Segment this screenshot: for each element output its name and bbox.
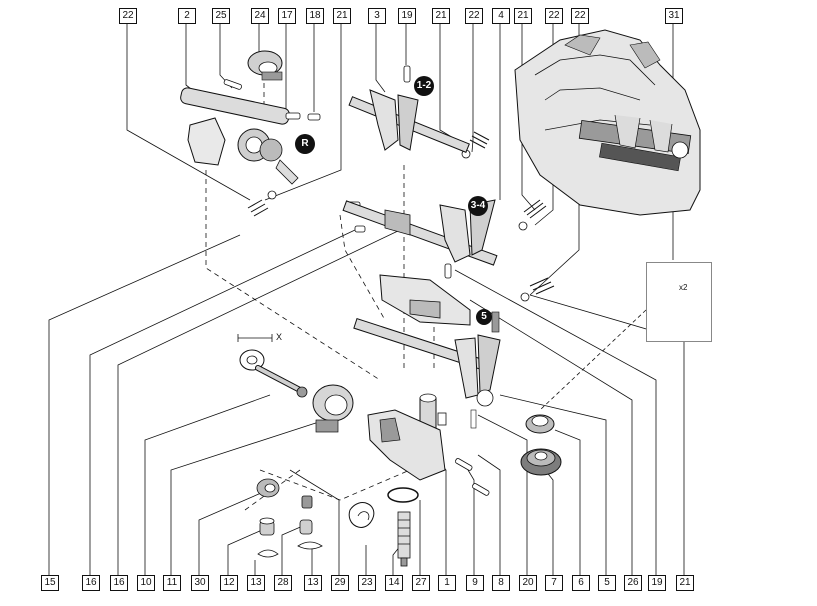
- interlock-plate: [379, 274, 471, 326]
- dimension-label: X: [276, 332, 283, 342]
- callout-bottom: 9: [466, 575, 484, 591]
- callout-top: 22: [465, 8, 483, 24]
- leader-line: [289, 469, 340, 575]
- leader-line: [198, 489, 269, 575]
- bearing-housing: [312, 384, 354, 433]
- leader-line: [469, 299, 633, 575]
- callout-top: 2: [178, 8, 196, 24]
- leader-line: [375, 22, 386, 93]
- assembly-axis: [244, 469, 301, 511]
- leader-line: [439, 22, 466, 146]
- leader-line: [454, 269, 657, 575]
- leader-line: [117, 229, 401, 575]
- leader-line: [471, 22, 474, 153]
- gearbox-housing: [514, 29, 701, 216]
- callout-top: 21: [333, 8, 351, 24]
- leader-line: [477, 454, 501, 575]
- callout-bottom: 13: [247, 575, 265, 591]
- callout-top: 3: [368, 8, 386, 24]
- callout-top: 24: [251, 8, 269, 24]
- spacer-part: [247, 50, 283, 81]
- linkage-rod: [237, 334, 308, 398]
- leader-line: [544, 469, 554, 575]
- small-parts: [256, 412, 490, 567]
- leader-line: [477, 414, 528, 575]
- quantity-label: x2: [679, 283, 688, 292]
- leader-line: [170, 419, 326, 575]
- fork-5: [353, 311, 501, 429]
- callout-bottom: 21: [676, 575, 694, 591]
- leader-line: [89, 229, 356, 575]
- reverse-shaft-assembly: [180, 87, 299, 185]
- callout-top: 31: [665, 8, 683, 24]
- callout-bottom: 12: [220, 575, 238, 591]
- leader-line: [126, 22, 251, 201]
- leader-line: [227, 529, 263, 575]
- callout-top: 18: [306, 8, 324, 24]
- callout-bottom: 8: [492, 575, 510, 591]
- callout-bottom: 29: [331, 575, 349, 591]
- callout-bottom: 26: [624, 575, 642, 591]
- leader-line: [467, 469, 475, 575]
- callout-bottom: 15: [41, 575, 59, 591]
- callout-top: 21: [514, 8, 532, 24]
- callout-bottom: 14: [385, 575, 403, 591]
- callout-bottom: 6: [572, 575, 590, 591]
- leader-line: [48, 234, 241, 575]
- callout-bottom: 30: [191, 575, 209, 591]
- callout-bottom: 27: [412, 575, 430, 591]
- callout-top: 17: [278, 8, 296, 24]
- assembly-axis: [339, 214, 386, 321]
- gear-badge-5: 5: [476, 309, 492, 325]
- gear-badge-3-4: 3-4: [468, 196, 488, 216]
- inset-spare-parts: x2: [646, 262, 712, 342]
- callout-bottom: 11: [163, 575, 181, 591]
- callout-bottom: 16: [82, 575, 100, 591]
- pins-and-springs: [223, 65, 555, 302]
- callout-bottom: 10: [137, 575, 155, 591]
- callout-bottom: 23: [358, 575, 376, 591]
- callout-top: 22: [571, 8, 589, 24]
- callout-bottom: 16: [110, 575, 128, 591]
- callout-bottom: 20: [519, 575, 537, 591]
- callout-bottom: 1: [438, 575, 456, 591]
- leader-line: [554, 429, 581, 575]
- callout-bottom: 5: [598, 575, 616, 591]
- leader-line: [144, 394, 271, 575]
- fork-1-2: [348, 89, 470, 153]
- callout-bottom: 28: [274, 575, 292, 591]
- leader-line: [499, 394, 607, 575]
- callout-bottom: 7: [545, 575, 563, 591]
- callout-top: 22: [119, 8, 137, 24]
- callout-top: 21: [432, 8, 450, 24]
- callout-top: 22: [545, 8, 563, 24]
- callout-top: 19: [398, 8, 416, 24]
- assembly-axis: [205, 170, 381, 381]
- callout-top: 4: [492, 8, 510, 24]
- gear-badge-1-2: 1-2: [414, 76, 434, 96]
- leader-line: [264, 22, 342, 201]
- selector-housing: [367, 393, 446, 503]
- callout-top: 25: [212, 8, 230, 24]
- callout-bottom: 13: [304, 575, 322, 591]
- bellows-assembly: [520, 414, 562, 476]
- leader-line: [219, 22, 233, 89]
- leader-line: [281, 524, 306, 575]
- callout-bottom: 19: [648, 575, 666, 591]
- leader-line: [539, 309, 647, 411]
- gear-badge-reverse: R: [295, 134, 315, 154]
